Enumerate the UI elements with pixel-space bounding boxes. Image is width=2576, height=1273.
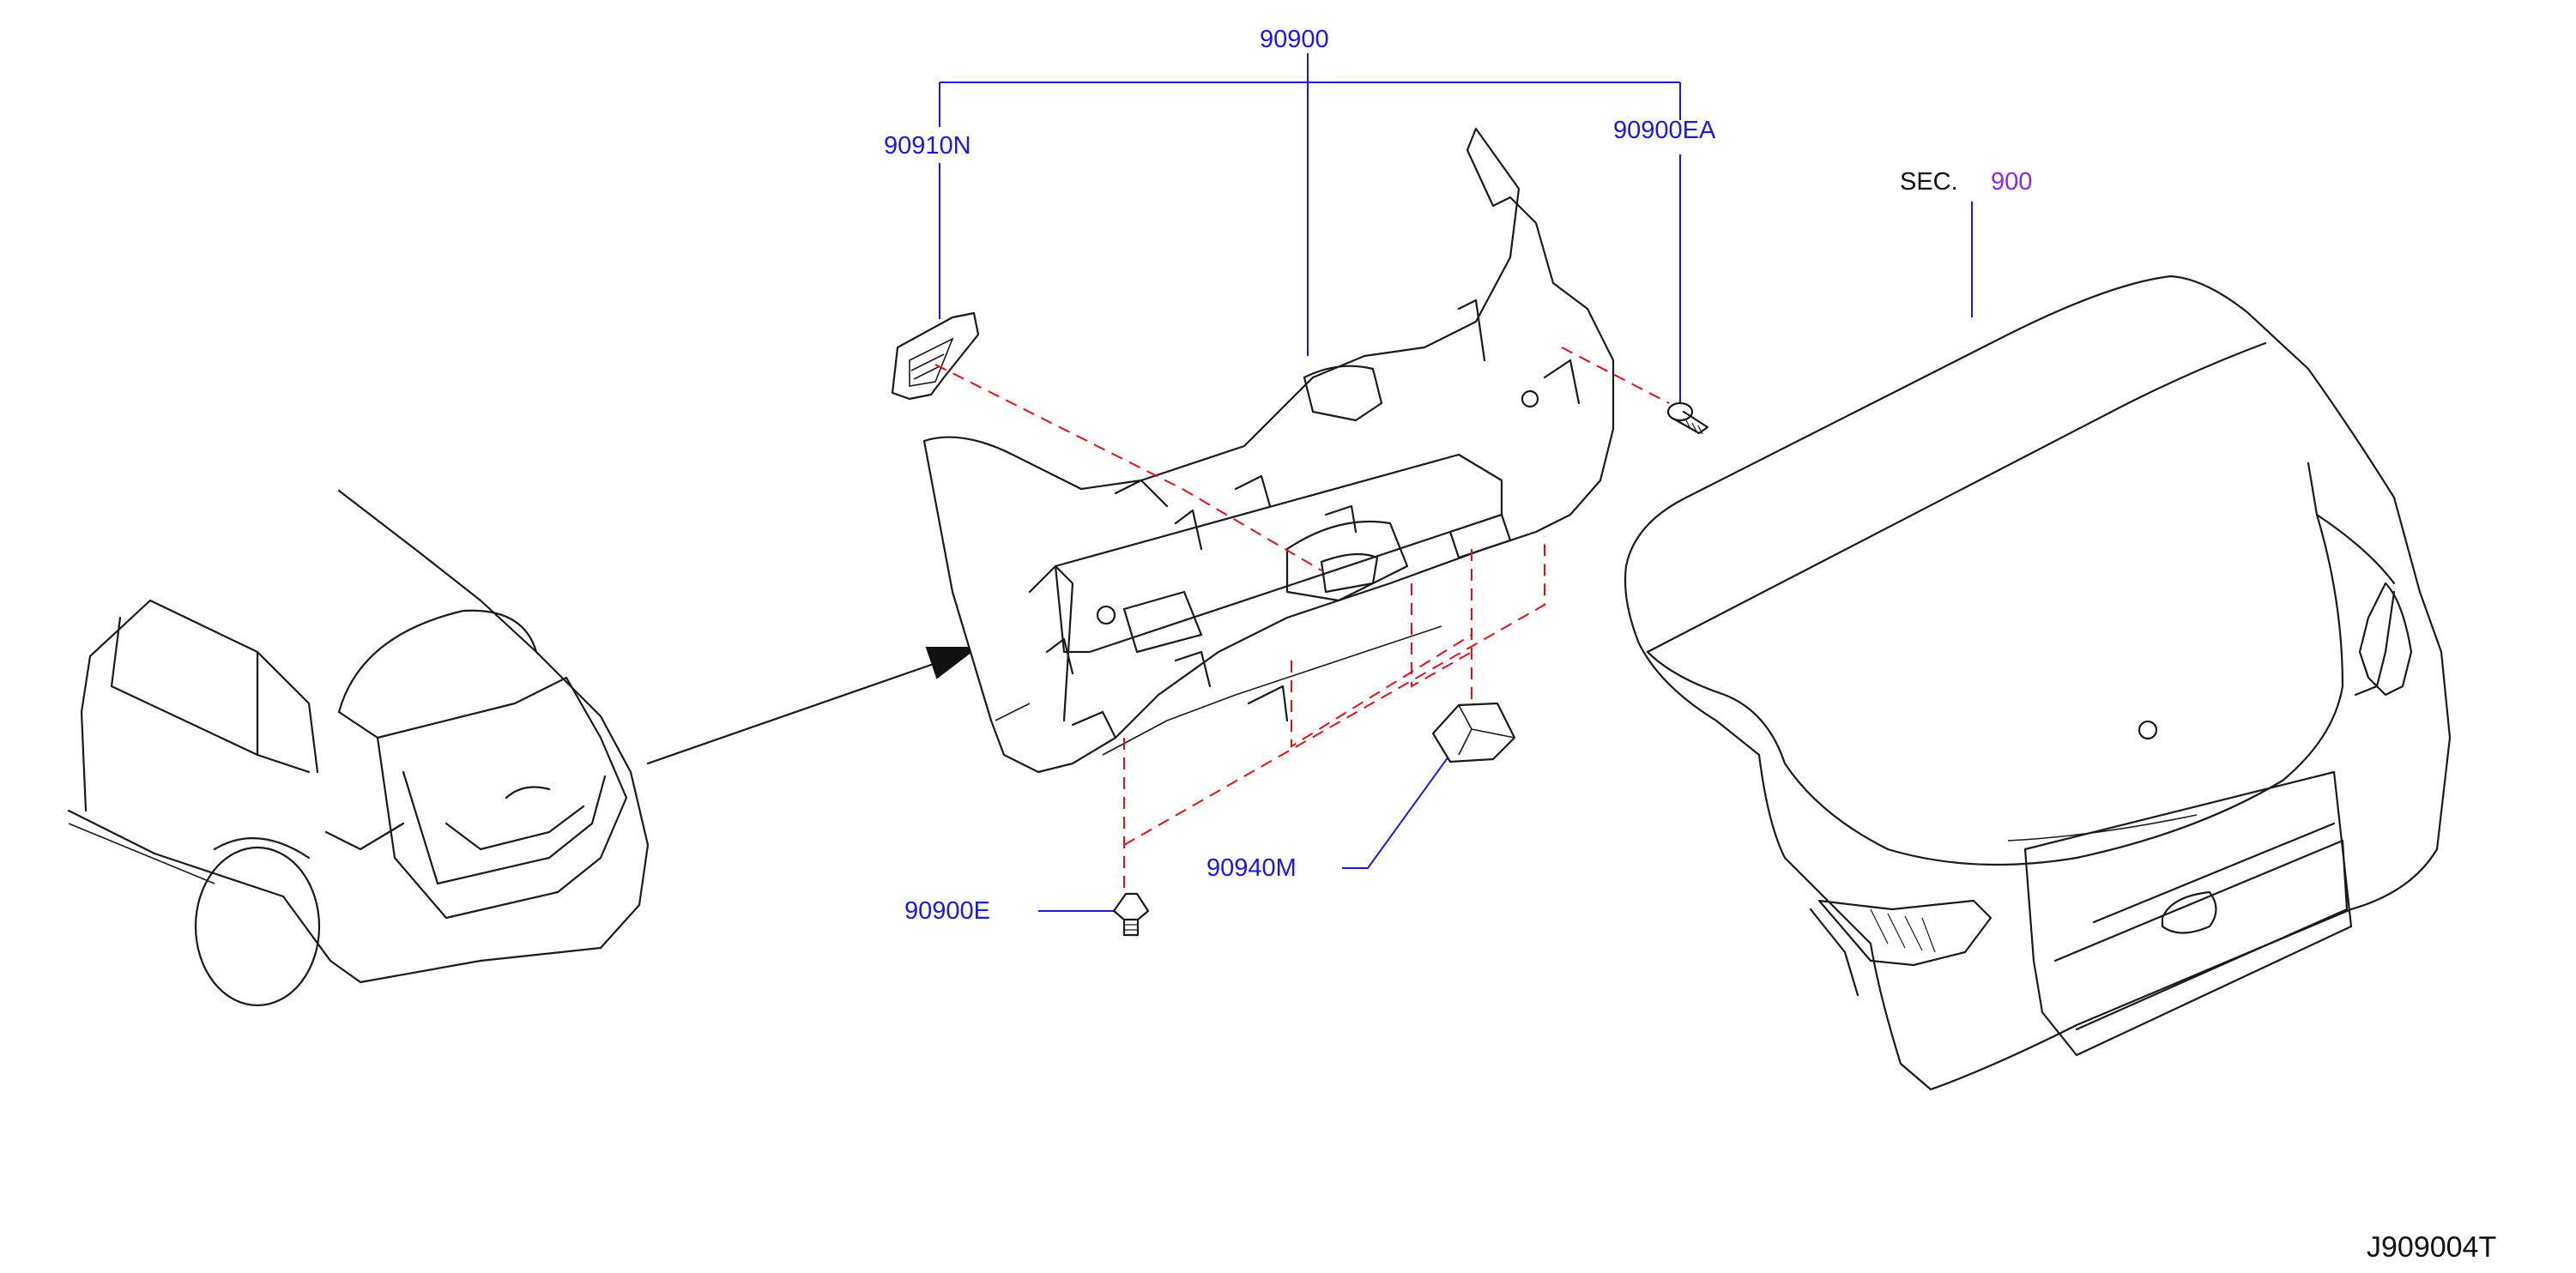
label-assembly-90900[interactable]: 90900 [1260,26,1329,53]
finisher-cover-part [891,311,980,401]
back-door-panel [1624,275,2452,1091]
label-section-prefix: SEC. [1900,168,1958,196]
drawing-code: J909004T [2367,1231,2497,1264]
direction-arrow [646,647,979,765]
assembly-guide-lines [934,347,1670,892]
clip-lower-part [1112,892,1150,937]
leader-handle [1342,756,1449,869]
back-door-finisher [922,127,1615,774]
clip-upper-part [1666,401,1709,435]
label-section-link-900[interactable]: 900 [1991,168,2033,196]
handle-part [1431,702,1516,763]
vehicle-rear-view [67,489,650,1007]
label-clip-lower-90900e[interactable]: 90900E [904,897,990,925]
leader-lines [939,53,1973,912]
label-clip-upper-90900ea[interactable]: 90900EA [1613,117,1716,144]
label-finisher-cover-90910n[interactable]: 90910N [884,132,971,160]
label-handle-90940m[interactable]: 90940M [1206,854,1297,882]
